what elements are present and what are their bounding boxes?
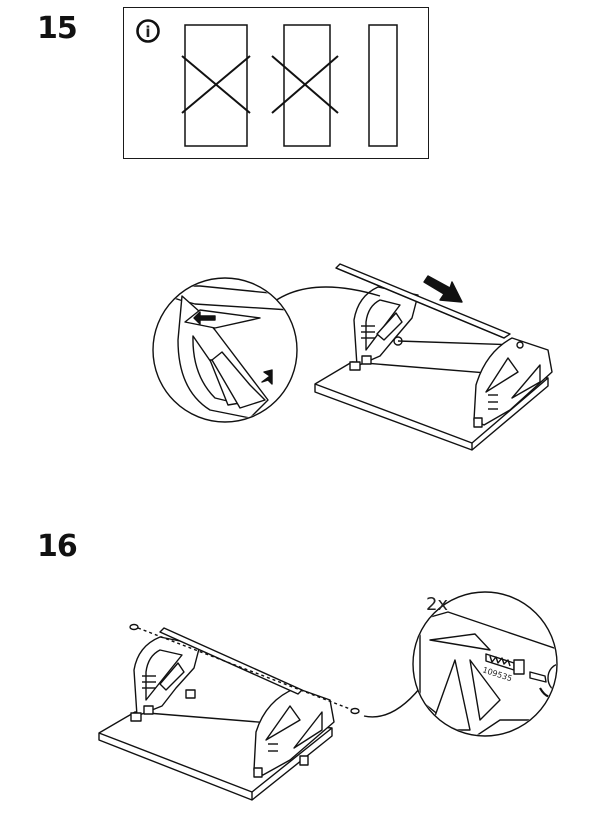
screw-icon-right	[350, 707, 360, 715]
push-arrow-icon	[423, 275, 463, 303]
detail-arrow-icon-2	[261, 369, 273, 385]
quantity-label: 2x	[426, 594, 448, 615]
panel-option-incorrect-1	[181, 24, 251, 147]
front-bracket	[253, 687, 335, 778]
detail-callout-circle	[152, 277, 298, 423]
panel-option-correct	[368, 24, 398, 147]
info-icon-glyph: i	[145, 23, 150, 41]
info-icon: i	[136, 19, 160, 43]
screw-icon	[485, 653, 525, 675]
step-number-16: 16	[37, 529, 78, 564]
back-bracket	[130, 636, 201, 722]
screw-icon-left	[129, 623, 139, 631]
step-number-15: 15	[37, 11, 78, 46]
slanted-panel	[335, 263, 511, 339]
detail-arrow-icon-1	[193, 311, 216, 325]
panel-option-incorrect-2	[271, 24, 339, 147]
front-bracket	[473, 337, 553, 428]
detail-callout-circle	[412, 591, 558, 737]
info-panel: i	[123, 7, 429, 159]
